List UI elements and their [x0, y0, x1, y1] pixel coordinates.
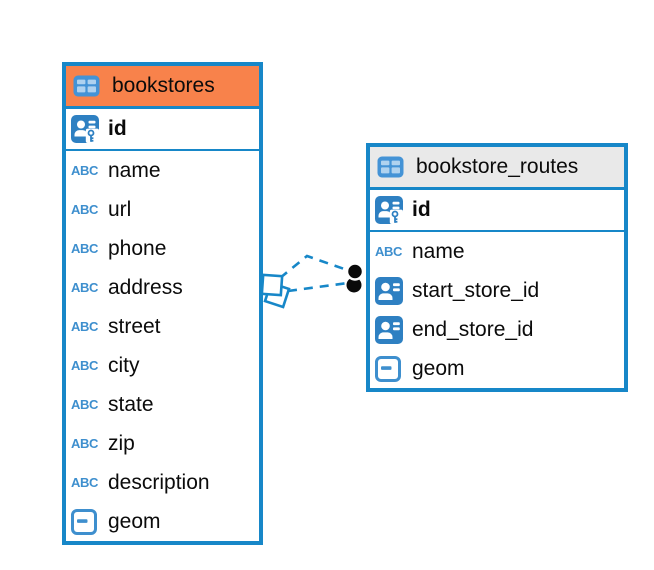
table-icon — [377, 156, 407, 178]
column-name: id — [412, 198, 431, 221]
column-name: address — [108, 275, 183, 299]
column-row-zip[interactable]: ABC zip — [66, 424, 259, 463]
column-row-name[interactable]: ABC name — [370, 232, 624, 271]
text-type-icon: ABC — [71, 397, 101, 412]
table-bookstore-routes-header[interactable]: bookstore_routes — [370, 147, 624, 190]
table-bookstores-header[interactable]: bookstores — [66, 66, 259, 109]
relationship-line-lower — [287, 281, 349, 293]
column-row-end_store_id[interactable]: end_store_id — [370, 310, 624, 349]
column-row-geom[interactable]: geom — [66, 502, 259, 541]
column-name: name — [412, 239, 465, 263]
text-type-icon: ABC — [71, 202, 101, 217]
column-row-id[interactable]: id — [66, 109, 259, 151]
column-row-address[interactable]: ABC address — [66, 268, 259, 307]
text-type-icon: ABC — [71, 436, 101, 451]
text-type-icon: ABC — [71, 319, 101, 334]
column-row-description[interactable]: ABC description — [66, 463, 259, 502]
column-name: end_store_id — [412, 317, 534, 341]
column-name: geom — [108, 509, 161, 533]
text-type-icon-label: ABC — [71, 241, 98, 256]
text-type-icon: ABC — [71, 280, 101, 295]
target-dot-marker — [345, 262, 365, 293]
column-row-geom[interactable]: geom — [370, 349, 624, 388]
text-type-icon-label: ABC — [71, 436, 98, 451]
text-type-icon-label: ABC — [71, 280, 98, 295]
column-name: city — [108, 353, 140, 377]
column-name: state — [108, 392, 154, 416]
column-row-name[interactable]: ABC name — [66, 151, 259, 190]
reference-key-icon — [375, 276, 405, 305]
column-row-url[interactable]: ABC url — [66, 190, 259, 229]
column-name: id — [108, 117, 127, 140]
table-icon — [73, 75, 103, 97]
column-row-id[interactable]: id — [370, 190, 624, 232]
text-type-icon-label: ABC — [71, 202, 98, 217]
column-name: zip — [108, 431, 135, 455]
column-name: description — [108, 470, 210, 494]
primary-key-icon — [71, 115, 101, 143]
text-type-icon: ABC — [375, 244, 405, 259]
source-diamond-marker — [260, 273, 291, 309]
column-name: name — [108, 158, 161, 182]
column-row-state[interactable]: ABC state — [66, 385, 259, 424]
text-type-icon-label: ABC — [375, 244, 402, 259]
primary-key-icon — [375, 196, 405, 224]
column-row-phone[interactable]: ABC phone — [66, 229, 259, 268]
text-type-icon: ABC — [71, 163, 101, 178]
column-name: url — [108, 197, 132, 221]
relationship-line-upper — [279, 254, 351, 280]
reference-key-icon — [375, 315, 405, 344]
text-type-icon: ABC — [71, 241, 101, 256]
text-type-icon: ABC — [71, 475, 101, 490]
text-type-icon-label: ABC — [71, 475, 98, 490]
text-type-icon-label: ABC — [71, 319, 98, 334]
relationship-connector[interactable] — [260, 254, 365, 309]
column-name: geom — [412, 356, 465, 380]
column-row-street[interactable]: ABC street — [66, 307, 259, 346]
table-title: bookstore_routes — [416, 155, 579, 178]
table-title: bookstores — [112, 74, 215, 97]
text-type-icon: ABC — [71, 358, 101, 373]
column-row-start_store_id[interactable]: start_store_id — [370, 271, 624, 310]
text-type-icon-label: ABC — [71, 358, 98, 373]
column-name: street — [108, 314, 161, 338]
text-type-icon-label: ABC — [71, 163, 98, 178]
geometry-icon — [71, 508, 101, 535]
column-row-city[interactable]: ABC city — [66, 346, 259, 385]
column-name: phone — [108, 236, 167, 260]
text-type-icon-label: ABC — [71, 397, 98, 412]
geometry-icon — [375, 355, 405, 382]
column-name: start_store_id — [412, 278, 540, 302]
